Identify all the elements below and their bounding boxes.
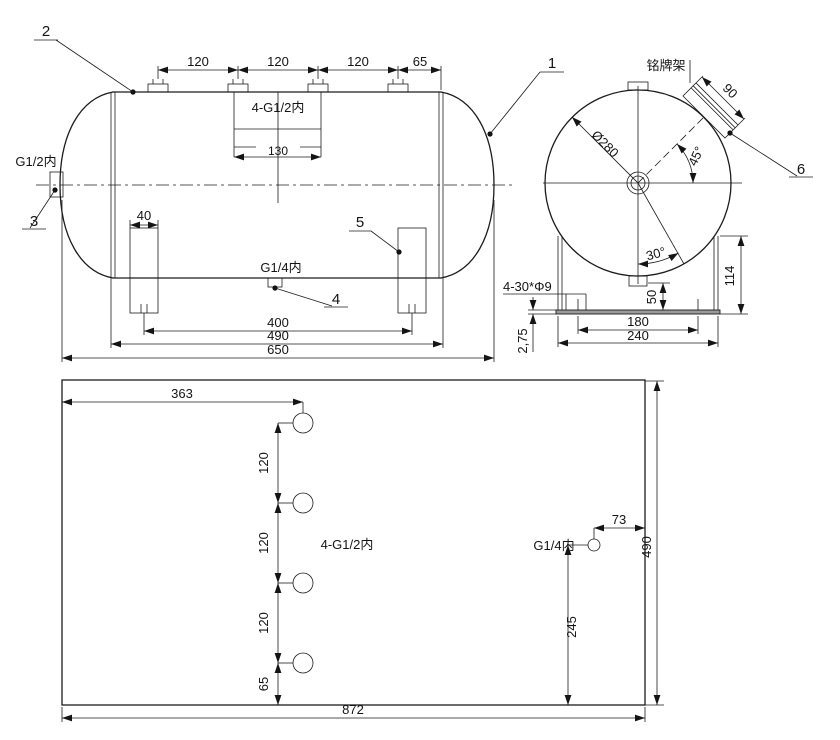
dim-thickness: 2,75 xyxy=(515,328,530,353)
balloon-6-label: 6 xyxy=(797,161,805,178)
nozzle xyxy=(387,79,409,93)
support-legs: 40 xyxy=(129,208,427,314)
dim-plan-490: 490 xyxy=(639,536,654,558)
tank-outline xyxy=(36,91,516,279)
left-port-label: G1/2内 xyxy=(15,154,56,169)
balloon-4-label: 4 xyxy=(332,291,340,308)
balloon-4: 4 xyxy=(272,285,348,308)
port-hole xyxy=(587,538,601,552)
top-dimension-chain: 120 120 120 65 xyxy=(157,54,442,90)
saddle-base xyxy=(555,236,721,315)
bottom-dimensions: 400 490 650 xyxy=(61,200,495,362)
hole xyxy=(292,412,314,434)
right-leg xyxy=(397,227,427,314)
plan-length-dim: 872 xyxy=(61,702,646,722)
dim-diameter: Ø280 xyxy=(589,127,622,160)
angle-30-callout: 30° xyxy=(637,182,685,268)
offset-dim-363: 363 xyxy=(62,386,304,413)
plan-port: G1/4内 73 245 xyxy=(533,512,645,705)
diameter-callout: Ø280 xyxy=(571,116,639,184)
item-leaders: 2 1 3 4 xyxy=(22,23,564,308)
dim-240: 240 xyxy=(627,328,649,343)
drain-height-dim: 50 xyxy=(644,282,670,310)
plan-holes-label: 4-G1/2内 xyxy=(321,537,374,552)
top-nozzle xyxy=(627,81,649,91)
plan-port-label: G1/4内 xyxy=(533,538,574,553)
dim-490: 490 xyxy=(267,328,289,343)
manifold-holes: 120 120 120 65 4-G1/2内 xyxy=(256,412,374,705)
dim-40: 40 xyxy=(137,208,151,223)
base-holes-callout: 4-30*Φ9 xyxy=(503,279,587,310)
dim-pitch-c: 120 xyxy=(256,612,271,634)
dim-120-b: 120 xyxy=(267,54,289,69)
hole xyxy=(292,572,314,594)
manifold-box: 4-G1/2内 130 xyxy=(233,92,322,203)
center-port xyxy=(626,171,650,195)
dim-180: 180 xyxy=(627,314,649,329)
base-holes-label: 4-30*Φ9 xyxy=(503,279,552,294)
dim-50: 50 xyxy=(644,290,659,304)
dim-400: 400 xyxy=(267,315,289,330)
dim-120-a: 120 xyxy=(187,54,209,69)
end-view: Ø280 45° 90 铭牌架 6 xyxy=(503,58,813,354)
dim-245: 245 xyxy=(564,616,579,638)
balloon-1-label: 1 xyxy=(548,55,556,72)
manifold-label: 4-G1/2内 xyxy=(252,100,305,115)
balloon-1: 1 xyxy=(487,55,564,137)
dim-pitch-a: 120 xyxy=(256,452,271,474)
balloon-5-label: 5 xyxy=(356,214,364,231)
dim-120-c: 120 xyxy=(347,54,369,69)
drain-port xyxy=(628,275,648,287)
nozzle xyxy=(227,79,249,93)
bottom-port: G1/4内 xyxy=(260,260,302,288)
balloon-6: 6 xyxy=(727,130,813,178)
dim-pitch-b: 120 xyxy=(256,532,271,554)
dim-73: 73 xyxy=(612,512,626,527)
balloon-2-label: 2 xyxy=(42,23,50,40)
nameplate-label: 铭牌架 xyxy=(646,58,685,73)
plan-width-dim: 490 xyxy=(639,380,664,706)
left-leg xyxy=(129,227,159,314)
dim-angle-30: 30° xyxy=(644,244,667,264)
dim-130: 130 xyxy=(268,144,288,158)
base-plate xyxy=(555,309,721,315)
balloon-5: 5 xyxy=(349,214,402,255)
balloon-3-label: 3 xyxy=(30,213,38,230)
dim-edge-65: 65 xyxy=(256,677,271,691)
dim-114: 114 xyxy=(722,266,737,287)
balloon-3: 3 xyxy=(22,187,58,230)
side-view: 120 120 120 65 4-G1/2内 130 G1/2内 xyxy=(15,23,564,362)
dim-angle-45: 45° xyxy=(685,144,707,168)
hole xyxy=(292,652,314,674)
nozzle xyxy=(307,79,329,93)
hole xyxy=(292,492,314,514)
plan-view: 120 120 120 65 4-G1/2内 363 G1/4内 73 245 xyxy=(61,379,664,722)
bottom-port-label: G1/4内 xyxy=(260,260,301,275)
dim-363: 363 xyxy=(171,386,193,401)
base-height-dim: 114 xyxy=(720,235,748,315)
left-port: G1/2内 xyxy=(15,154,64,198)
balloon-2: 2 xyxy=(34,23,136,95)
top-nozzles xyxy=(147,79,409,93)
nameplate-assembly: 45° 90 铭牌架 6 xyxy=(637,58,813,184)
dim-872: 872 xyxy=(342,702,364,717)
plan-outline xyxy=(61,379,646,706)
dim-650: 650 xyxy=(267,342,289,357)
thickness-dim: 2,75 xyxy=(515,297,556,354)
nozzle xyxy=(147,79,169,93)
base-width-dims: 180 240 xyxy=(557,314,719,347)
dim-65: 65 xyxy=(413,54,427,69)
